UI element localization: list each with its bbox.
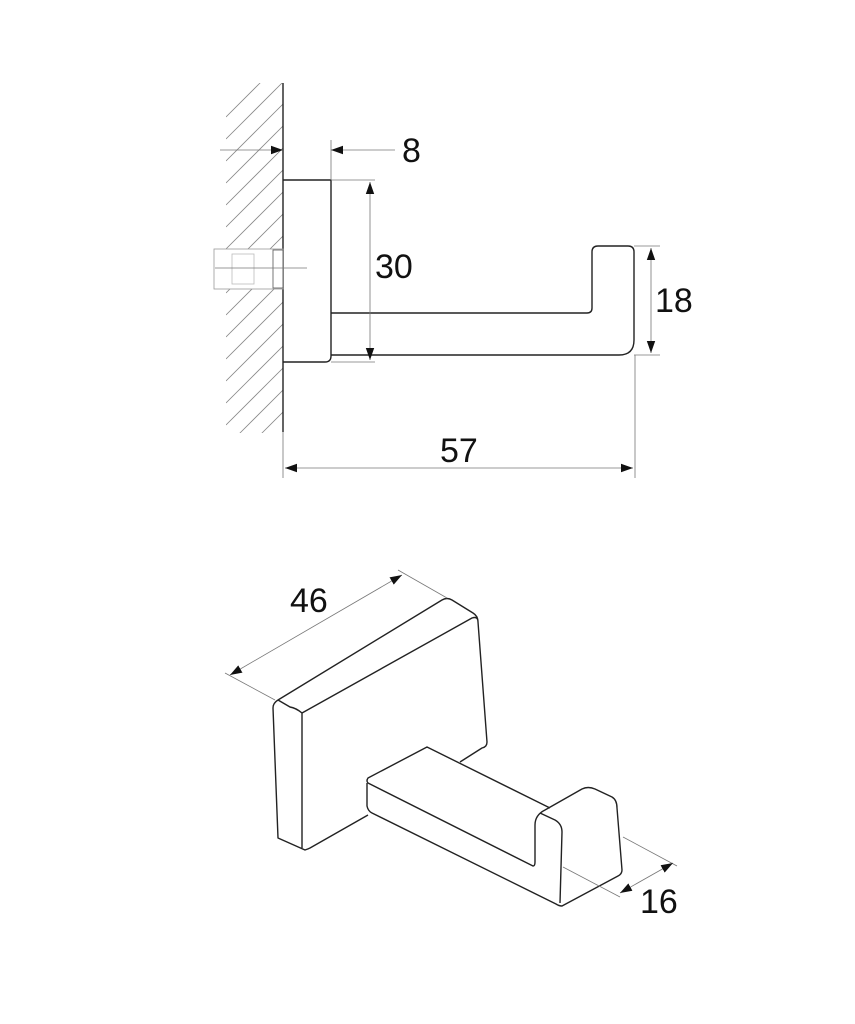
anchor-bolt bbox=[213, 248, 307, 290]
dim-hook-height: 18 bbox=[655, 282, 693, 320]
dim-total-depth: 57 bbox=[440, 432, 478, 470]
hatch-line bbox=[226, 147, 283, 206]
hatch-line bbox=[226, 367, 283, 426]
isometric-view: 46 16 bbox=[224, 569, 678, 921]
hatch-line bbox=[226, 456, 283, 513]
hatch-line bbox=[226, 83, 283, 140]
hook-arm bbox=[366, 746, 623, 907]
hatch-line bbox=[226, 191, 283, 250]
hatch-line bbox=[239, 389, 283, 433]
hook-profile bbox=[331, 245, 635, 356]
hatch-line bbox=[226, 345, 283, 404]
mounting-plate bbox=[283, 179, 332, 363]
hatch-line bbox=[226, 323, 283, 382]
dim-hook-width: 16 bbox=[640, 883, 678, 921]
hatch-line bbox=[226, 83, 261, 118]
wall-hatching bbox=[226, 83, 283, 535]
plate-outline bbox=[272, 597, 488, 851]
hatch-line bbox=[261, 411, 283, 433]
dim-base-depth: 8 bbox=[402, 132, 421, 170]
hatch-line bbox=[226, 279, 283, 338]
hatch-line bbox=[226, 301, 283, 360]
hatch-line bbox=[226, 169, 283, 228]
hatch-line bbox=[226, 478, 283, 535]
dim-plate-height: 30 bbox=[375, 248, 413, 286]
hatch-line bbox=[226, 434, 283, 491]
hatch-line bbox=[226, 125, 283, 184]
hatch-line bbox=[226, 103, 283, 162]
side-view: 8 30 18 57 bbox=[213, 83, 693, 535]
dim-plate-width: 46 bbox=[290, 582, 328, 620]
